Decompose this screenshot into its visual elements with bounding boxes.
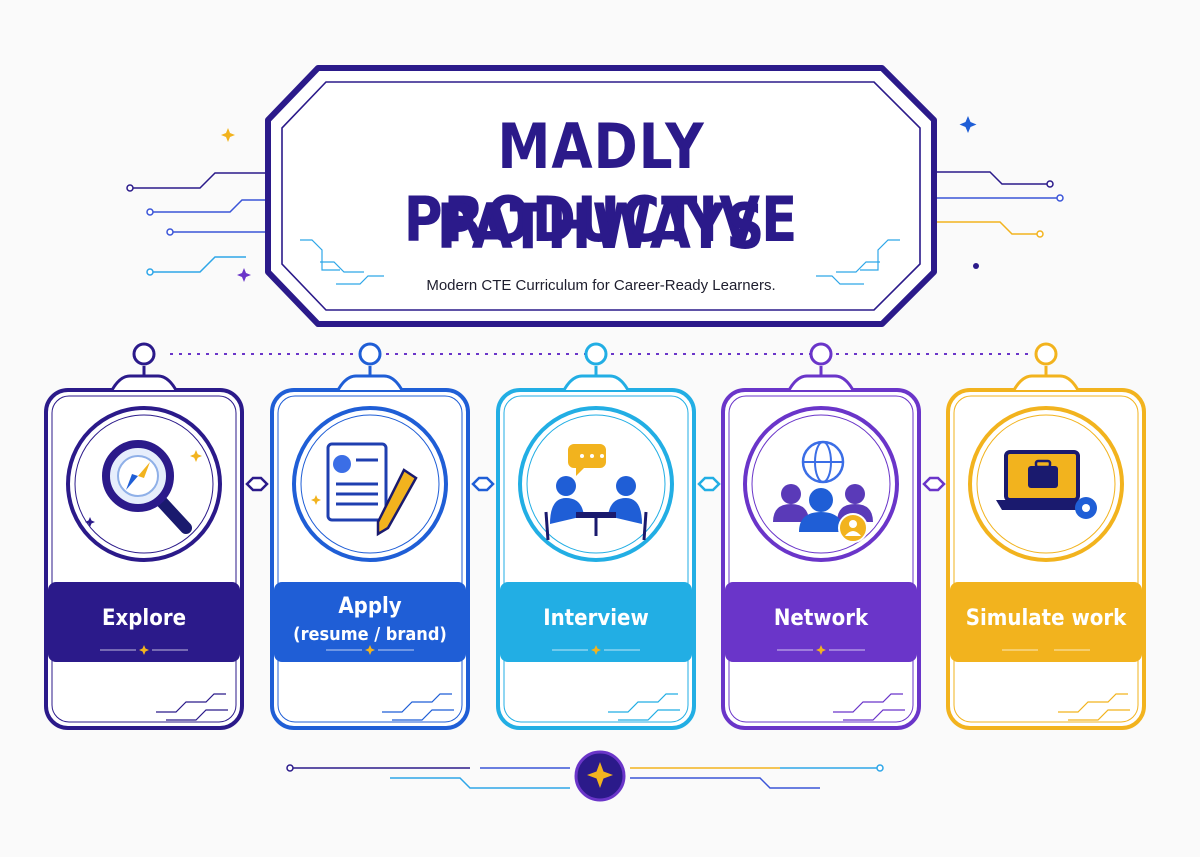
sparkle-icon: [816, 645, 826, 655]
step-card: [44, 342, 244, 730]
step-label-network: Network: [773, 606, 869, 631]
icon-ring: [518, 406, 674, 562]
card-top-tab: [110, 374, 178, 391]
resume-pencil-icon: [311, 442, 418, 537]
connector-node: [809, 342, 833, 366]
step-label-apply-line2: (resume / brand): [293, 624, 447, 645]
sparkle-icon: [591, 645, 601, 655]
label-band: [48, 582, 240, 662]
card-link: [697, 476, 721, 492]
sparkle-icon: [221, 128, 235, 142]
step-label-apply-line1: Apply: [338, 594, 402, 619]
page-title-line2: PATHWAYS: [436, 190, 766, 263]
compass-magnifier-icon: [85, 440, 202, 534]
step-card: [721, 342, 921, 730]
card-circuit: [833, 693, 903, 713]
card-circuit: [156, 693, 226, 713]
sparkle-icon: [311, 495, 321, 505]
card-circuit: [382, 693, 452, 713]
card-circuit: [166, 709, 228, 721]
label-band: [725, 582, 917, 662]
sparkle-icon: [1041, 645, 1051, 655]
icon-ring: [743, 406, 899, 562]
page-subtitle: Modern CTE Curriculum for Career-Ready L…: [426, 277, 776, 294]
step-card: [270, 342, 470, 730]
label-band: [500, 582, 692, 662]
sparkle-icon: [365, 645, 375, 655]
icon-ring-inner: [526, 414, 666, 554]
icon-ring-inner: [74, 414, 214, 554]
sparkle-icon: [190, 450, 202, 462]
connector-node: [358, 342, 382, 366]
step-cards: [44, 342, 1146, 730]
sparkle-icon: [85, 517, 95, 527]
step-label-interview: Interview: [543, 606, 649, 631]
card-top-tab: [787, 374, 855, 391]
interview-chat-icon: [544, 444, 648, 541]
card-circuit: [1068, 709, 1130, 721]
network-globe-people-icon: [773, 440, 873, 543]
connector-node: [1034, 342, 1058, 366]
step-label-explore: Explore: [101, 606, 187, 631]
card-inner-frame: [277, 395, 463, 723]
label-band: [950, 582, 1142, 662]
step-label-simulate-work: Simulate work: [965, 606, 1127, 631]
card-inner-frame: [728, 395, 914, 723]
icon-ring-inner: [300, 414, 440, 554]
card-circuit: [843, 709, 905, 721]
page-title-line1: MADLY PRODUCTIVE: [403, 110, 799, 256]
card-circuit: [1058, 693, 1128, 713]
laptop-briefcase-gear-icon: [996, 450, 1097, 519]
card-link: [471, 476, 495, 492]
card-circuit: [392, 709, 454, 721]
dot-decoration: [973, 263, 979, 269]
icon-ring-inner: [976, 414, 1116, 554]
connector-node: [132, 342, 156, 366]
card-link: [245, 476, 269, 492]
title-banner: [265, 65, 937, 327]
sparkle-icon: [237, 268, 251, 282]
star-icon: [587, 762, 613, 788]
card-link: [922, 476, 946, 492]
label-band: [274, 582, 466, 662]
step-card: [496, 342, 696, 730]
card-circuit: [608, 693, 678, 713]
card-top-tab: [562, 374, 630, 391]
card-inner-frame: [51, 395, 237, 723]
card-circuit: [618, 709, 680, 721]
card-inner-frame: [503, 395, 689, 723]
bottom-decoration: [286, 750, 884, 802]
circuit-lines-left: [126, 172, 272, 276]
step-card: [946, 342, 1146, 730]
sparkle-icon: [959, 116, 977, 133]
card-top-tab: [336, 374, 404, 391]
card-inner-frame: [953, 395, 1139, 723]
title-block: MADLY PRODUCTIVE PATHWAYS Modern CTE Cur…: [268, 68, 934, 324]
sparkle-icon: [139, 645, 149, 655]
circuit-lines-right: [930, 171, 1064, 238]
connector-node: [584, 342, 608, 366]
card-top-tab: [1012, 374, 1080, 391]
icon-ring-inner: [751, 414, 891, 554]
